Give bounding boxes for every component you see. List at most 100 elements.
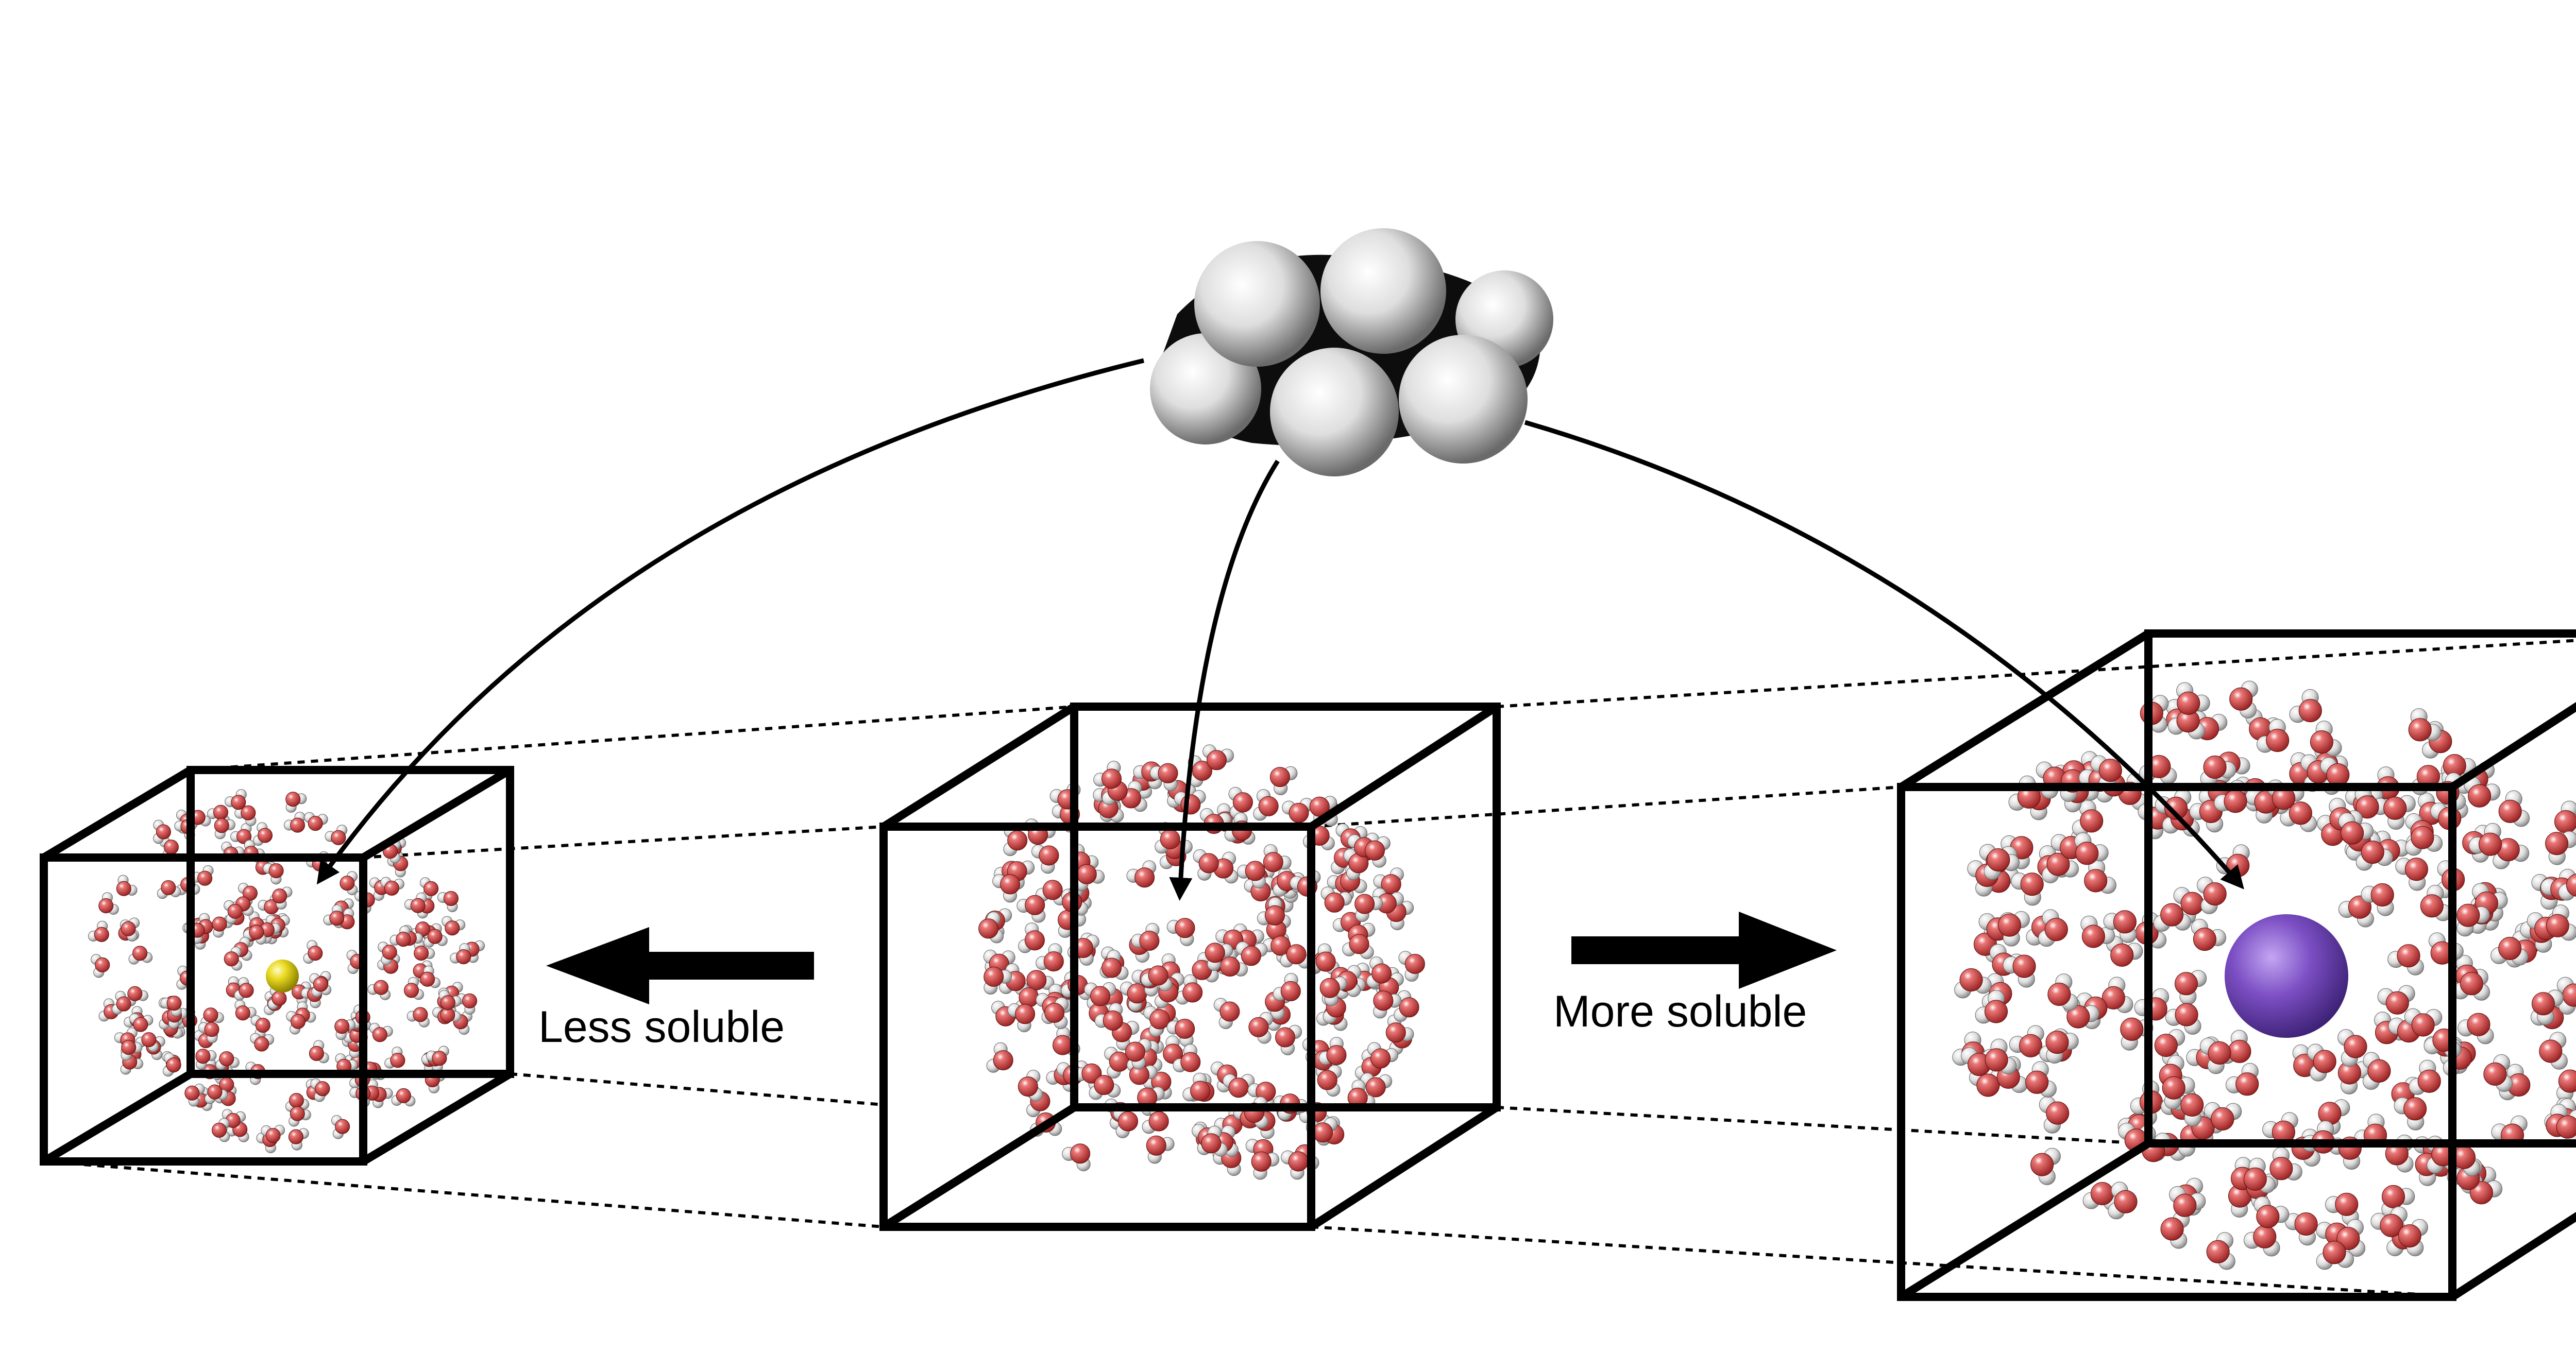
water-molecule: [1175, 974, 1203, 1005]
water-molecule: [1094, 1002, 1123, 1031]
water-molecule: [2362, 1052, 2391, 1090]
simulation-box-large: [1897, 629, 2576, 1301]
oxygen-atom: [2012, 954, 2036, 978]
oxygen-atom: [1182, 982, 1203, 1003]
water-molecule: [259, 922, 281, 944]
oxygen-atom: [2483, 1062, 2507, 1086]
water-molecule: [184, 1084, 205, 1107]
water-molecule: [2301, 1120, 2335, 1154]
water-molecule: [389, 926, 411, 947]
oxygen-atom: [410, 898, 426, 913]
oxygen-atom: [231, 795, 246, 810]
water-molecule: [1223, 1073, 1255, 1098]
arrow-right-icon: [1571, 912, 1837, 989]
oxygen-atom: [2498, 799, 2522, 823]
water-molecule: [1317, 1065, 1342, 1097]
oxygen-atom: [268, 863, 284, 879]
water-molecule: [2464, 776, 2501, 808]
oxygen-atom: [384, 880, 399, 896]
oxygen-atom: [1985, 1000, 2008, 1023]
water-molecule: [2395, 858, 2428, 891]
oxygen-atom: [2341, 821, 2364, 845]
oxygen-atom: [2081, 925, 2105, 948]
water-molecule: [2377, 985, 2415, 1015]
oxygen-atom: [1370, 1048, 1391, 1069]
water-molecule: [2200, 756, 2236, 788]
dotted-line-top-front-2: [1311, 785, 1902, 828]
oxygen-atom: [456, 949, 471, 965]
oxygen-atom: [2203, 882, 2227, 906]
oxygen-atom: [329, 911, 345, 926]
oxygen-atom: [2098, 759, 2122, 782]
oxygen-atom: [1399, 997, 1419, 1018]
arrow-left-icon: [546, 927, 814, 1004]
oxygen-atom: [258, 828, 273, 843]
oxygen-atom: [121, 921, 136, 936]
oxygen-atom: [440, 995, 455, 1011]
oxygen-atom: [1976, 1073, 2000, 1097]
oxygen-atom: [272, 888, 287, 904]
water-molecule: [1036, 943, 1064, 972]
oxygen-atom: [1258, 796, 1279, 816]
water-molecule: [2243, 1225, 2280, 1257]
small-ion-sphere: [266, 960, 299, 992]
water-molecule: [1366, 956, 1392, 988]
oxygen-atom: [2025, 1070, 2049, 1094]
water-molecule: [121, 917, 140, 942]
oxygen-atom: [2084, 869, 2108, 893]
water-molecule: [1143, 1006, 1170, 1037]
water-molecule: [2452, 972, 2490, 1001]
water-molecule: [1093, 761, 1122, 789]
oxygen-atom: [1289, 802, 1309, 823]
water-molecule: [2336, 1219, 2366, 1257]
oxygen-atom: [1190, 1081, 1211, 1101]
water-molecule: [2257, 718, 2290, 753]
oxygen-atom: [309, 1046, 324, 1061]
water-molecule: [263, 863, 284, 885]
oxygen-atom: [1148, 1111, 1169, 1132]
oxygen-atom: [2546, 914, 2569, 937]
oxygen-atom: [1265, 905, 1285, 926]
water-molecule: [423, 929, 448, 948]
water-molecule: [984, 966, 1012, 995]
oxygen-atom: [1251, 1151, 1272, 1172]
oxygen-atom: [224, 951, 239, 967]
water-molecule: [325, 825, 348, 845]
water-molecule: [382, 839, 401, 864]
oxygen-atom: [2091, 1182, 2114, 1205]
water-molecule: [1062, 1143, 1091, 1171]
oxygen-atom: [2160, 903, 2184, 927]
oxygen-atom: [1371, 963, 1392, 984]
water-molecule: [1044, 997, 1069, 1029]
oxygen-atom: [2229, 687, 2253, 711]
water-molecule: [1269, 766, 1298, 795]
water-molecule: [1074, 864, 1105, 892]
oxygen-atom: [396, 1088, 411, 1103]
water-molecule: [1337, 965, 1361, 997]
water-molecule: [340, 871, 358, 896]
oxygen-atom: [1053, 1035, 1073, 1055]
water-molecule: [2003, 954, 2036, 988]
oxygen-atom: [1313, 1122, 1333, 1143]
dotted-line-top-back: [190, 705, 1075, 772]
oxygen-atom: [2164, 796, 2188, 820]
water-molecule: [2405, 826, 2443, 856]
water-molecule: [2404, 1008, 2443, 1037]
water-molecule: [309, 1040, 329, 1064]
oxygen-atom: [1228, 1077, 1249, 1098]
oxygen-atom: [2102, 986, 2125, 1009]
oxygen-atom: [2545, 832, 2569, 855]
oxygen-atom: [1192, 761, 1212, 781]
oxygen-atom: [2046, 1101, 2070, 1125]
oxygen-atom: [156, 824, 171, 840]
oxygen-atom: [1985, 1048, 2008, 1072]
water-molecule: [2280, 801, 2317, 832]
oxygen-atom: [2206, 1240, 2230, 1263]
water-cluster-small: [88, 789, 485, 1153]
water-molecule: [2554, 800, 2576, 837]
dotted-line-top-back-2: [1496, 639, 2576, 708]
water-molecule: [1360, 1072, 1393, 1098]
water-molecule: [283, 812, 306, 833]
water-molecule: [215, 1051, 240, 1070]
water-molecule: [212, 1118, 230, 1142]
